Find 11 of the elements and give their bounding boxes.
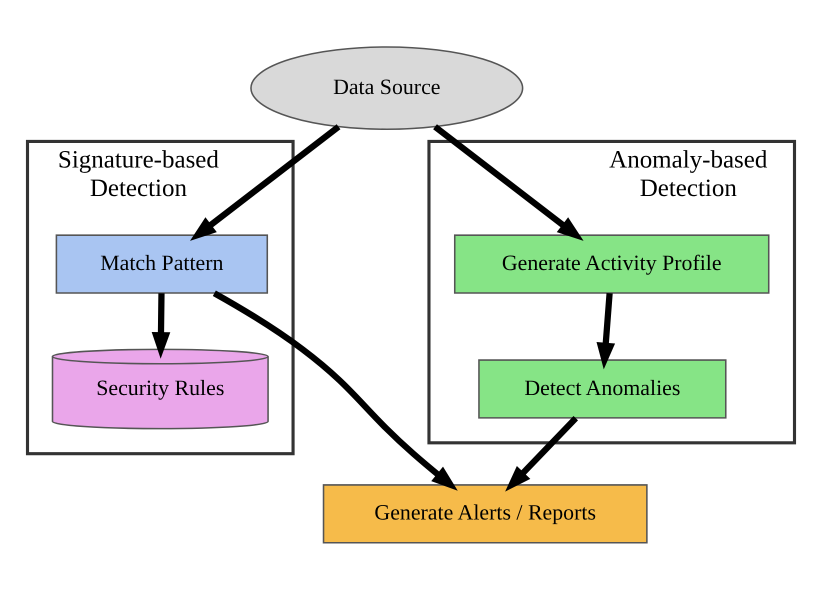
- arrow: [212, 290, 458, 490]
- arrow: [433, 124, 584, 240]
- arrow: [596, 292, 616, 369]
- node-box: Generate Alerts / Reports: [322, 484, 648, 544]
- arrow: [152, 292, 170, 358]
- node-box: Generate Activity Profile: [454, 234, 770, 294]
- arrow: [190, 124, 340, 240]
- node-box: Detect Anomalies: [478, 358, 727, 418]
- node-ellipse: Data Source: [250, 46, 524, 130]
- node-box: Match Pattern: [56, 234, 268, 294]
- arrow: [505, 416, 578, 492]
